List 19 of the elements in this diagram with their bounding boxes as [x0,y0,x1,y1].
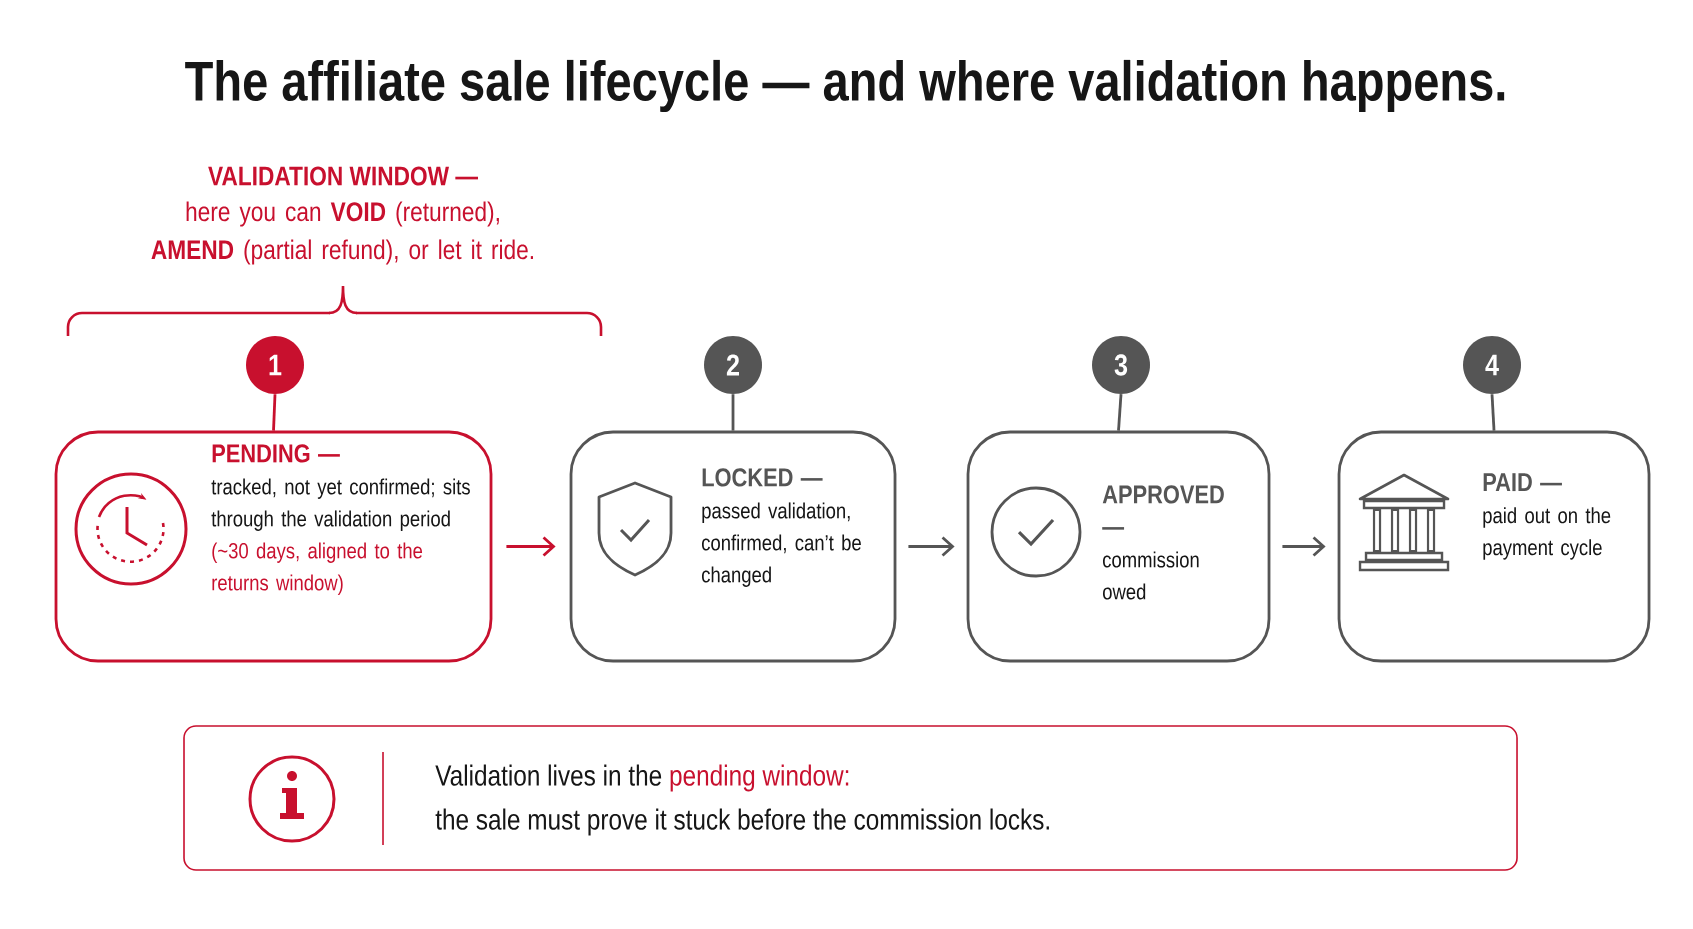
step-box: APPROVED — commission owed [966,430,1271,663]
connector-line [1490,394,1496,431]
window-note: here you can VOID (returned), AMEND (partial refund), or let it ride. [151,201,533,265]
step-number: 3 [1092,336,1150,394]
info-box: Validation lives in the pending window: the sale must prove it stuck before the commission locks. [183,725,1518,871]
title: The affiliate sale lifecycle — and where validation happens. [185,59,1505,113]
window-heading: VALIDATION WINDOW — [208,166,478,186]
arrow [908,536,955,557]
step-number: 2 [704,336,762,394]
connector-line [731,394,735,431]
step-box: LOCKED — passed validation, confirmed, can’t be changed [569,430,897,663]
connector-line [272,394,277,431]
step-number: 1 [246,336,304,394]
arrow [506,536,556,557]
arrow [1282,536,1326,557]
step-box: PAID — paid out on the payment cycle [1337,430,1651,663]
step-number: 4 [1463,336,1521,394]
step-box: PENDING — tracked, not yet confirmed; sits through the validation period (~30 days, aligned to the returns window) [54,430,493,663]
connector-line [1117,394,1123,431]
